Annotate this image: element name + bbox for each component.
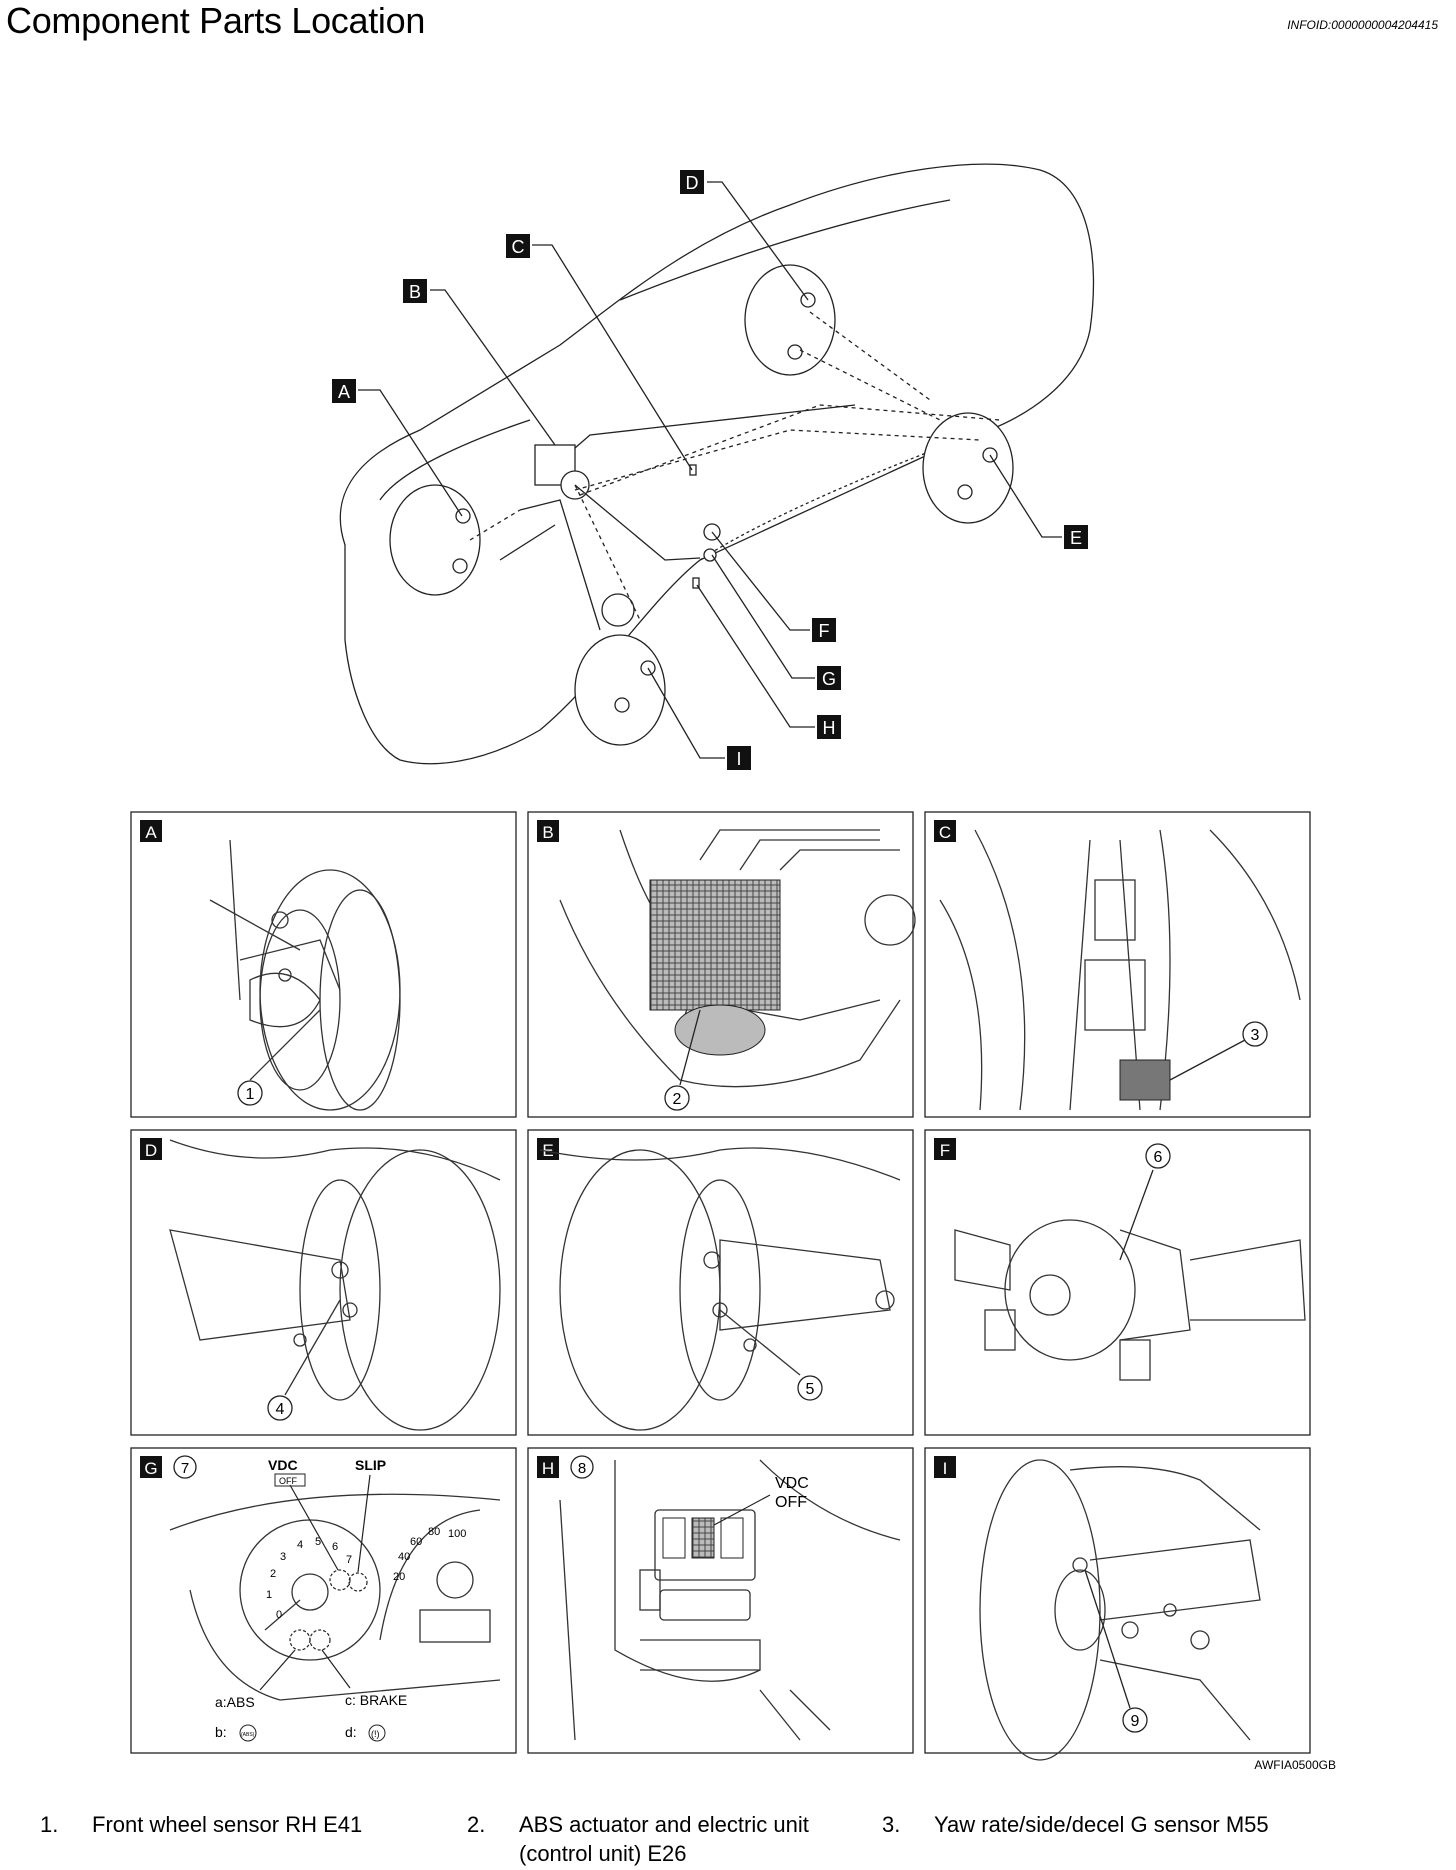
vdc-switch-label-line1: VDC xyxy=(775,1475,809,1492)
svg-text:20: 20 xyxy=(393,1571,405,1583)
svg-text:6: 6 xyxy=(1154,1149,1163,1166)
gauge-speed-labels: 20 40 60 80 100 xyxy=(393,1526,466,1583)
overview-label-i: I xyxy=(727,746,751,770)
svg-text:2: 2 xyxy=(673,1091,682,1108)
svg-text:D: D xyxy=(145,1141,157,1160)
svg-text:G: G xyxy=(822,669,836,689)
overview-labels: A B C D E F G H I xyxy=(332,170,1088,770)
svg-text:I: I xyxy=(943,1459,948,1478)
brake-lamp-label: c: BRAKE xyxy=(345,1692,407,1708)
legend-text: ABS actuator and electric unit xyxy=(519,1812,809,1837)
svg-text:6: 6 xyxy=(332,1541,338,1553)
legend-text: Yaw rate/side/decel G sensor M55 xyxy=(934,1812,1269,1837)
front-right-wheel xyxy=(574,634,666,746)
gauge-tach-labels: 0 1 2 3 4 5 6 7 xyxy=(266,1536,352,1621)
svg-text:(ABS): (ABS) xyxy=(241,1732,255,1738)
panel-g: G 7 0 1 2 3 4 5 6 7 20 40 60 80 xyxy=(130,1447,517,1754)
svg-text:2: 2 xyxy=(270,1568,276,1580)
overview-label-g: G xyxy=(817,666,841,690)
vehicle-overview xyxy=(339,163,1095,765)
panel-b: B 2 xyxy=(527,811,916,1118)
legend-number: 2. xyxy=(467,1812,486,1837)
vdc-label: VDC xyxy=(268,1457,298,1473)
vehicle-body-outline xyxy=(339,163,1095,765)
rear-right-wheel xyxy=(922,412,1014,524)
svg-text:C: C xyxy=(512,237,525,257)
abs-lamp-label: a:ABS xyxy=(215,1694,255,1710)
vdc-switch-label-line2: OFF xyxy=(775,1494,807,1511)
rear-left-wheel xyxy=(744,264,836,376)
overview-label-e: E xyxy=(1064,525,1088,549)
panel-i: I 9 xyxy=(924,1447,1311,1761)
vdc-off-switch xyxy=(691,1517,715,1559)
b-lamp-label: b: xyxy=(215,1724,227,1740)
svg-text:F: F xyxy=(940,1141,950,1160)
overview-label-f: F xyxy=(812,618,836,642)
svg-text:B: B xyxy=(409,282,421,302)
overview-label-h: H xyxy=(817,715,841,739)
svg-text:D: D xyxy=(686,173,699,193)
svg-text:A: A xyxy=(145,823,157,842)
svg-text:(!): (!) xyxy=(371,1729,380,1739)
svg-text:0: 0 xyxy=(276,1609,282,1621)
panel-a: A 1 xyxy=(130,811,517,1118)
panel-f: F 6 xyxy=(924,1129,1311,1436)
abs-actuator-unit xyxy=(649,879,781,1011)
svg-text:F: F xyxy=(819,621,830,641)
legend-number: 3. xyxy=(882,1812,901,1837)
legend-text: Front wheel sensor RH E41 xyxy=(92,1812,363,1837)
svg-text:E: E xyxy=(1070,528,1082,548)
svg-text:4: 4 xyxy=(297,1539,303,1551)
svg-text:3: 3 xyxy=(1251,1027,1260,1044)
info-id: INFOID:0000000004204415 xyxy=(1287,18,1438,32)
svg-text:40: 40 xyxy=(398,1551,410,1563)
overview-leader-lines xyxy=(358,181,1062,759)
svg-text:7: 7 xyxy=(346,1554,352,1566)
panel-h: H 8 VDC OFF xyxy=(527,1447,914,1754)
svg-text:I: I xyxy=(736,749,741,769)
svg-text:5: 5 xyxy=(806,1381,815,1398)
panel-d: D 4 xyxy=(130,1129,517,1436)
svg-text:B: B xyxy=(542,823,553,842)
overview-label-d: D xyxy=(680,170,704,194)
svg-text:3: 3 xyxy=(280,1551,286,1563)
svg-text:4: 4 xyxy=(276,1401,285,1418)
svg-text:E: E xyxy=(542,1141,553,1160)
svg-text:G: G xyxy=(144,1459,157,1478)
svg-text:5: 5 xyxy=(315,1536,321,1548)
legend-text-line2: (control unit) E26 xyxy=(519,1841,687,1866)
panel-e: E 5 xyxy=(527,1129,914,1436)
overview-label-c: C xyxy=(506,234,530,258)
page-title: Component Parts Location xyxy=(6,0,426,41)
svg-text:8: 8 xyxy=(578,1460,586,1477)
panel-c: C 3 xyxy=(924,811,1311,1118)
svg-text:7: 7 xyxy=(181,1460,189,1477)
d-lamp-label: d: xyxy=(345,1724,357,1740)
svg-text:H: H xyxy=(823,718,836,738)
svg-text:1: 1 xyxy=(266,1589,272,1601)
vdc-off-label: OFF xyxy=(279,1476,297,1486)
svg-text:H: H xyxy=(542,1459,554,1478)
figure-code: AWFIA0500GB xyxy=(1254,1758,1336,1772)
slip-label: SLIP xyxy=(355,1457,386,1473)
svg-text:C: C xyxy=(939,823,951,842)
overview-label-b: B xyxy=(403,279,427,303)
legend-number: 1. xyxy=(40,1812,59,1837)
svg-text:A: A xyxy=(338,382,350,402)
front-left-wheel xyxy=(389,484,481,596)
overview-label-a: A xyxy=(332,379,356,403)
svg-text:100: 100 xyxy=(448,1528,466,1540)
svg-text:60: 60 xyxy=(410,1536,422,1548)
svg-text:80: 80 xyxy=(428,1526,440,1538)
svg-text:1: 1 xyxy=(246,1086,255,1103)
svg-text:9: 9 xyxy=(1131,1713,1140,1730)
